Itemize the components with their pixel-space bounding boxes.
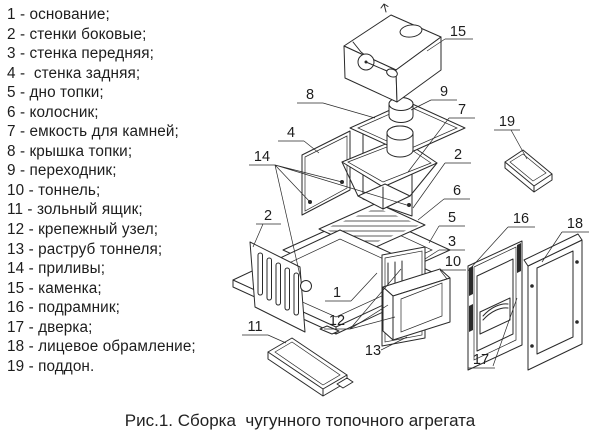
exploded-view-diagram: 15 8 9 7 19 4 14 2 [232, 3, 589, 397]
callout-15: 15 [426, 24, 473, 52]
legend-item: 16 - подрамник; [7, 299, 120, 317]
svg-text:4: 4 [287, 125, 295, 141]
callout-2-left: 2 [252, 208, 281, 248]
legend-item: 2 - стенки боковые; [7, 25, 147, 43]
svg-text:8: 8 [306, 87, 314, 103]
svg-text:13: 13 [365, 343, 381, 359]
svg-text:15: 15 [450, 24, 466, 40]
callout-7: 7 [407, 102, 475, 173]
callout-4: 4 [278, 125, 320, 154]
callout-16: 16 [467, 211, 535, 272]
svg-text:5: 5 [448, 210, 456, 226]
part-back-wall [301, 130, 351, 216]
legend-item: 13 - раструб тоннеля; [7, 240, 163, 258]
svg-text:16: 16 [513, 211, 529, 227]
legend-item: 10 - тоннель; [7, 181, 101, 199]
svg-text:18: 18 [567, 216, 583, 232]
svg-text:17: 17 [473, 352, 489, 368]
callout-17: 17 [468, 297, 518, 369]
callout-13: 13 [365, 336, 408, 359]
callout-3: 3 [424, 234, 465, 260]
parts-legend: 1 - основание; 2 - стенки боковые; 3 - с… [7, 5, 237, 376]
svg-text:10: 10 [445, 254, 461, 270]
svg-text:7: 7 [458, 102, 466, 118]
legend-item: 12 - крепежный узел; [7, 221, 159, 239]
legend-item: 14 - приливы; [7, 260, 106, 278]
legend-item: 5 - дно топки; [7, 84, 104, 102]
callout-8: 8 [297, 87, 376, 119]
callout-9: 9 [410, 84, 457, 111]
part-ash-box [267, 337, 354, 397]
callout-11: 11 [242, 319, 287, 344]
svg-text:9: 9 [440, 84, 448, 100]
callout-2-right: 2 [412, 147, 471, 209]
legend-item: 11 - зольный ящик; [7, 201, 143, 219]
svg-text:1: 1 [333, 285, 341, 301]
svg-text:19: 19 [499, 114, 515, 130]
part-stone-box [343, 3, 442, 103]
callout-6: 6 [417, 183, 470, 221]
legend-item: 17 - дверка; [7, 318, 93, 336]
svg-text:12: 12 [329, 313, 345, 329]
part-pallet-tray [504, 149, 553, 193]
svg-text:14: 14 [254, 149, 270, 165]
legend-item: 3 - стенка передняя; [7, 45, 154, 63]
part-face-frame [523, 233, 583, 371]
callout-18: 18 [541, 216, 589, 263]
legend-item: 9 - переходник; [7, 162, 117, 180]
legend-item: 19 - поддон. [7, 357, 95, 375]
legend-item: 6 - колосник; [7, 103, 99, 121]
svg-text:2: 2 [454, 147, 462, 163]
legend-item: 15 - каменка; [7, 279, 102, 297]
legend-item: 18 - лицевое обрамление; [7, 338, 196, 356]
legend-item: 8 - крышка топки; [7, 142, 133, 160]
legend-item: 7 - емкость для камней; [7, 123, 179, 141]
callout-1: 1 [325, 272, 378, 302]
legend-item: 1 - основание; [7, 6, 110, 23]
svg-text:3: 3 [448, 234, 456, 250]
callout-14: 14 [249, 149, 411, 281]
svg-text:6: 6 [453, 183, 461, 199]
part-door [476, 258, 514, 352]
part-left-side-wall [249, 241, 312, 333]
legend-item: 4 - стенка задняя; [7, 64, 141, 82]
figure-caption: Рис.1. Сборка чугунного топочного агрега… [124, 411, 476, 430]
svg-text:2: 2 [264, 208, 272, 224]
callout-12: 12 [324, 268, 402, 330]
callout-19: 19 [494, 114, 528, 160]
svg-text:11: 11 [247, 319, 262, 335]
callout-5: 5 [428, 210, 465, 244]
callout-10: 10 [439, 254, 466, 280]
part-tunnel [382, 268, 451, 341]
